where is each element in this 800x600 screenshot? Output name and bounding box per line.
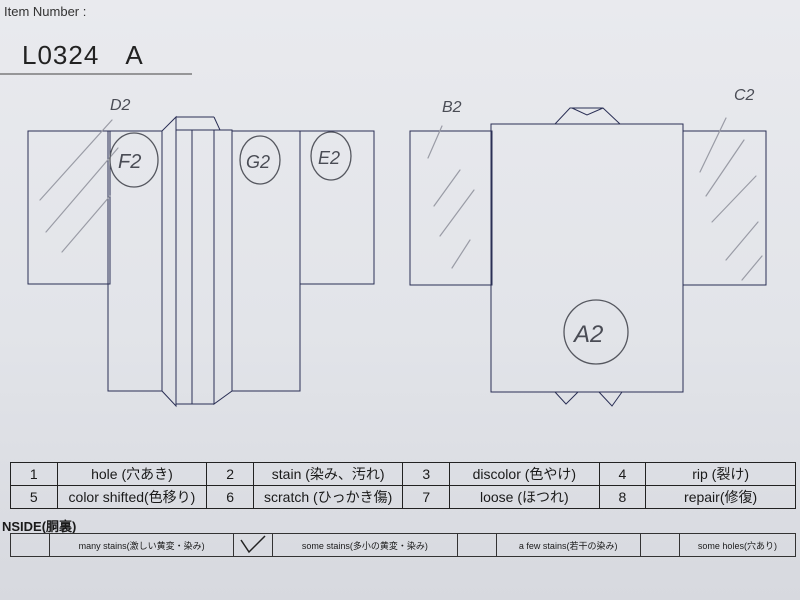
checkbox-many-stains[interactable] (10, 533, 50, 557)
legend-label: hole (穴あき) (56, 462, 208, 486)
front-left-collar-fold (161, 115, 177, 408)
front-view (27, 115, 375, 408)
legend-row: 1 hole (穴あき) 2 stain (染み、汚れ) 3 discolor … (10, 462, 796, 486)
inside-option-label: a few stains(若干の染み) (495, 533, 641, 557)
mark-front-left-sleeve: D2 (110, 97, 131, 114)
front-right-sleeve (299, 130, 375, 285)
front-right-collar-fold (213, 129, 233, 405)
mark-circle-g (239, 135, 281, 185)
checkbox-a-few-stains[interactable] (456, 533, 497, 557)
mark-back-right-sleeve: C2 (734, 87, 755, 104)
item-variant: A (125, 40, 144, 70)
item-number-label: Item Number : (4, 4, 87, 19)
mark-back-left-sleeve: B2 (442, 99, 462, 116)
front-collar-top-right (213, 116, 221, 131)
legend-number: 3 (402, 462, 451, 486)
inside-option-label: some holes(穴あり) (678, 533, 797, 557)
legend-number: 5 (10, 485, 58, 509)
front-collar-center (191, 129, 215, 405)
hatch-line (433, 169, 461, 207)
hatch-line (741, 255, 763, 281)
legend-number: 1 (10, 462, 58, 486)
back-view (409, 107, 767, 407)
legend-label: color shifted(色移り) (56, 485, 208, 509)
damage-legend-table: 1 hole (穴あき) 2 stain (染み、汚れ) 3 discolor … (10, 462, 796, 509)
hatch-line (725, 221, 759, 261)
hatch-line (451, 239, 471, 269)
inside-options-row: many stains(激しい黄変・染み) some stains(多小の黄変・… (10, 533, 797, 557)
mark-front-panel-g: G2 (246, 152, 270, 172)
legend-label: loose (ほつれ) (449, 485, 600, 509)
pencil-marks: D2 F2 G2 E2 B2 C2 A2 (110, 87, 755, 348)
legend-label: scratch (ひっかき傷) (252, 485, 404, 509)
back-collar (553, 107, 622, 125)
hatch-line (39, 119, 113, 201)
inside-option-label: many stains(激しい黄変・染み) (48, 533, 235, 557)
legend-number: 4 (598, 462, 647, 486)
checkbox-some-holes[interactable] (639, 533, 680, 557)
back-right-sleeve (682, 130, 767, 286)
mark-circle-a (563, 299, 629, 365)
back-body (490, 123, 684, 393)
item-number-value: L0324 A (22, 40, 144, 71)
hatch-line (439, 189, 475, 237)
legend-number: 7 (402, 485, 451, 509)
checkbox-some-stains[interactable] (233, 533, 274, 557)
back-left-sleeve (409, 130, 493, 286)
back-hem-left-tab (554, 391, 579, 405)
legend-number: 2 (206, 462, 254, 486)
legend-label: repair(修復) (645, 485, 796, 509)
check-mark-icon (240, 535, 266, 554)
hatch-line (711, 175, 757, 223)
item-code: L0324 (22, 40, 100, 70)
back-hem-right-tab (598, 391, 623, 407)
legend-row: 5 color shifted(色移り) 6 scratch (ひっかき傷) 7… (10, 485, 796, 509)
front-left-sleeve (27, 130, 111, 285)
inside-lining-table: many stains(激しい黄変・染み) some stains(多小の黄変・… (10, 533, 797, 557)
mark-circle-f (109, 132, 159, 188)
kimono-diagram: D2 F2 G2 E2 B2 C2 A2 (0, 73, 767, 408)
mark-back-panel: A2 (572, 321, 603, 348)
legend-label: stain (染み、汚れ) (252, 462, 404, 486)
inside-section-title: NSIDE(胴裏) (2, 519, 77, 534)
hatch-line (45, 147, 119, 233)
inside-option-label: some stains(多小の黄変・染み) (272, 533, 458, 557)
back-collar-crease (571, 107, 604, 116)
hatch-line (61, 195, 111, 253)
legend-number: 6 (206, 485, 254, 509)
mark-front-panel-e: E2 (318, 148, 340, 168)
mark-front-panel-f: F2 (118, 151, 141, 173)
mark-circle-e (310, 131, 352, 181)
legend-label: discolor (色やけ) (449, 462, 600, 486)
pencil-hatching (39, 117, 763, 281)
legend-label: rip (裂け) (645, 462, 796, 486)
pencil-circles (109, 131, 629, 365)
hatch-line (699, 117, 727, 173)
front-collar-left (175, 129, 193, 405)
hatch-line (427, 125, 443, 159)
legend-number: 8 (598, 485, 647, 509)
hatch-line (705, 139, 745, 197)
